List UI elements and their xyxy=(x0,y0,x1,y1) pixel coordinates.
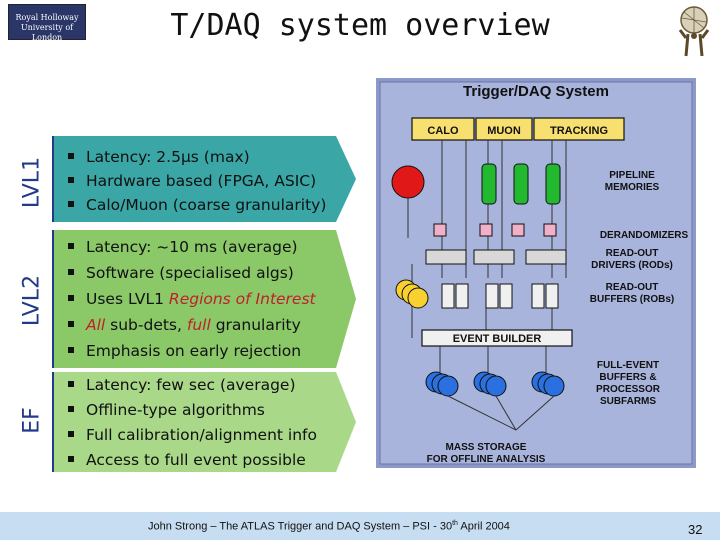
level-label-lvl2: LVL2 xyxy=(19,274,45,327)
mass-storage-label-1: MASS STORAGE xyxy=(446,442,527,453)
footer-text: John Strong – The ATLAS Trigger and DAQ … xyxy=(148,520,510,533)
logo-line-2: University of London xyxy=(20,23,74,42)
lvl2-bullet: Latency: ~10 ms (average) xyxy=(68,238,298,256)
lvl1-rule xyxy=(52,136,54,222)
rods-label-1: READ-OUT xyxy=(606,248,659,259)
lvl1-band-shape xyxy=(54,136,356,222)
diagram-title: Trigger/DAQ System xyxy=(463,83,609,100)
event-builder-label: EVENT BUILDER xyxy=(453,333,542,345)
page-number: 32 xyxy=(688,522,703,537)
muon-label: MUON xyxy=(487,125,521,137)
ef-bullet: Full calibration/alignment info xyxy=(68,426,317,444)
lvl2-bullet: All sub-dets, full granularity xyxy=(68,316,301,334)
level-label-lvl1: LVL1 xyxy=(19,156,45,209)
derandomizers xyxy=(433,223,557,237)
read-out-buffers xyxy=(441,283,559,309)
processor-subfarms xyxy=(425,371,565,397)
event-builder-box xyxy=(421,329,573,347)
robs-label-1: READ-OUT xyxy=(606,282,659,293)
lvl2-processor-nodes xyxy=(395,279,429,309)
lvl2-band-shape xyxy=(54,230,356,368)
logo-line-1: Royal Holloway xyxy=(15,13,79,22)
lvl2-bullet: Emphasis on early rejection xyxy=(68,342,301,360)
lvl1-bullet: Latency: 2.5μs (max) xyxy=(68,148,250,166)
royal-holloway-logo: Royal Holloway University of London xyxy=(8,4,86,42)
read-out-drivers xyxy=(425,249,567,265)
derandomizers-label: DERANDOMIZERS xyxy=(600,230,689,241)
ef-bullet: Offline-type algorithms xyxy=(68,401,265,419)
calo-label: CALO xyxy=(427,125,459,137)
pipeline-label: PIPELINE xyxy=(609,170,655,181)
ef-band: Latency: few sec (average) Offline-type … xyxy=(54,372,356,472)
footer-bar xyxy=(0,512,720,540)
subfarms-label-1: FULL-EVENT xyxy=(597,360,659,371)
ef-rule xyxy=(52,372,54,472)
lvl2-bullet: Uses LVL1 Regions of Interest xyxy=(68,290,316,308)
lvl1-band: Latency: 2.5μs (max) Hardware based (FPG… xyxy=(54,136,356,222)
subfarms-label-3: PROCESSOR xyxy=(596,384,661,395)
atlas-figure-icon xyxy=(678,6,710,57)
memories-label: MEMORIES xyxy=(605,182,660,193)
mass-storage-label-2: FOR OFFLINE ANALYSIS xyxy=(427,454,546,465)
robs-label-2: BUFFERS (ROBs) xyxy=(590,294,674,305)
subfarms-label-4: SUBFARMS xyxy=(600,396,656,407)
tracking-box xyxy=(533,117,625,141)
calo-box xyxy=(411,117,475,141)
lvl1-bullet: Calo/Muon (coarse granularity) xyxy=(68,196,326,214)
lvl1-trigger-node xyxy=(391,165,425,199)
lvl2-rule xyxy=(52,230,54,368)
lvl2-bullet: Software (specialised algs) xyxy=(68,264,294,282)
ef-bullet: Latency: few sec (average) xyxy=(68,376,296,394)
rods-label-2: DRIVERS (RODs) xyxy=(591,260,673,271)
lvl2-band: Latency: ~10 ms (average) Software (spec… xyxy=(54,230,356,368)
muon-box xyxy=(475,117,533,141)
ef-bullet: Access to full event possible xyxy=(68,451,306,469)
ef-band-shape xyxy=(54,372,356,472)
lvl1-bullet: Hardware based (FPGA, ASIC) xyxy=(68,172,316,190)
page-title: T/DAQ system overview xyxy=(170,8,550,43)
subfarms-label-2: BUFFERS & xyxy=(599,372,656,383)
pipeline-memories xyxy=(481,163,561,205)
tracking-label: TRACKING xyxy=(550,125,608,137)
level-label-ef: EF xyxy=(19,407,45,434)
trigger-daq-diagram: Trigger/DAQ System CALO MUON TRACKING PI… xyxy=(376,78,696,468)
